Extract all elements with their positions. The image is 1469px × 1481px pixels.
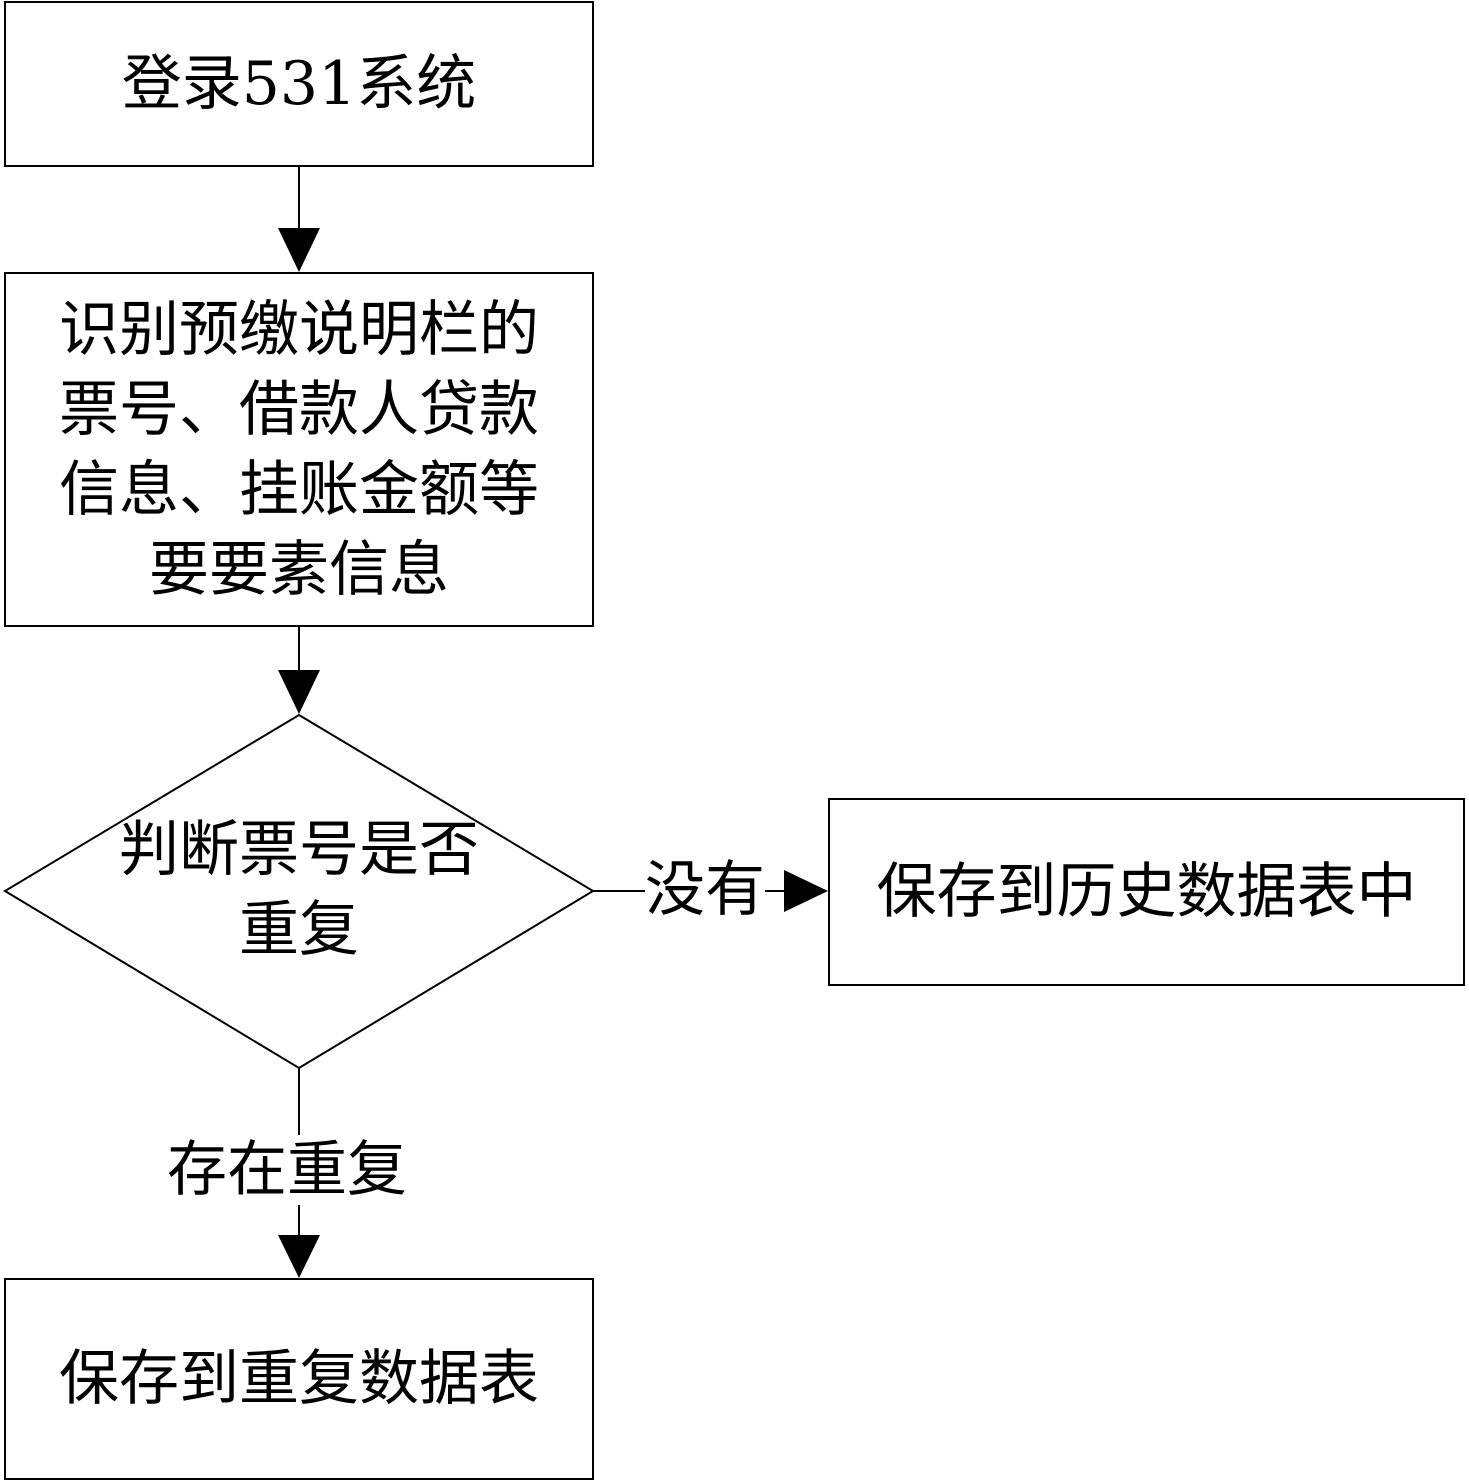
save-duplicate-label: 保存到重复数据表: [59, 1344, 539, 1414]
arrowhead-down-2: [278, 670, 320, 714]
arrowhead-down-3: [278, 1235, 320, 1278]
save-duplicate-box: [4, 1278, 594, 1480]
identify-label: 识别预缴说明栏的 票号、借款人贷款 信息、挂账金额等 要要素信息: [59, 294, 539, 605]
arrowhead-down-1: [278, 228, 320, 272]
save-history-label: 保存到历史数据表中: [876, 857, 1417, 927]
arrowhead-right: [784, 870, 828, 912]
has-duplicate-edge-label: 存在重复: [167, 1135, 407, 1205]
login-label: 登录531系统: [121, 49, 477, 119]
no-duplicate-edge-label: 没有: [645, 855, 765, 925]
decision-label: 判断票号是否 重复: [119, 815, 479, 965]
save-history-box: [828, 798, 1465, 986]
